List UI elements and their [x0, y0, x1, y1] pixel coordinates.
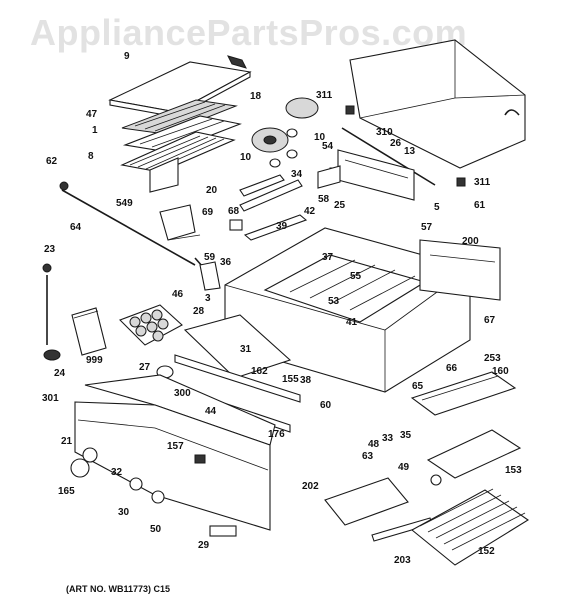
callout-18: 18	[250, 91, 262, 102]
callout-160: 160	[492, 366, 509, 377]
callout-69: 69	[202, 207, 214, 218]
callout-27: 27	[139, 362, 151, 373]
callout-202: 202	[302, 481, 319, 492]
callout-63: 63	[362, 451, 374, 462]
callout-25: 25	[334, 200, 346, 211]
callout-60: 60	[320, 400, 332, 411]
callout-46: 46	[172, 289, 184, 300]
callout-9: 9	[124, 51, 130, 62]
briquettes-part	[119, 304, 183, 346]
callout-5: 5	[434, 202, 440, 213]
callout-23: 23	[44, 244, 56, 255]
callout-1: 1	[92, 125, 98, 136]
callout-155: 155	[282, 374, 299, 385]
bracket-part	[229, 165, 341, 241]
callout-50: 50	[150, 524, 162, 535]
callout-311a: 311	[316, 90, 333, 101]
callout-176: 176	[268, 429, 285, 440]
owners-manual-part	[71, 307, 107, 356]
callout-67: 67	[484, 315, 496, 326]
callout-58: 58	[318, 194, 330, 205]
callout-10a: 10	[314, 132, 326, 143]
callout-310: 310	[376, 127, 393, 138]
callout-253: 253	[484, 353, 501, 364]
callout-42: 42	[304, 206, 316, 217]
callout-20: 20	[206, 185, 218, 196]
callout-35: 35	[400, 430, 412, 441]
callout-39: 39	[276, 221, 288, 232]
callout-21: 21	[61, 436, 73, 447]
callout-153: 153	[505, 465, 522, 476]
callout-66: 66	[446, 363, 458, 374]
callout-26: 26	[390, 138, 402, 149]
callout-165: 165	[58, 486, 75, 497]
callout-32: 32	[111, 467, 123, 478]
callout-36: 36	[220, 257, 232, 268]
rotisserie-spit-part	[59, 181, 211, 276]
rotisserie-burner-part	[251, 97, 319, 168]
callout-34: 34	[291, 169, 303, 180]
grill-grate-part	[120, 131, 236, 193]
callout-57: 57	[421, 222, 433, 233]
callout-41: 41	[346, 317, 358, 328]
callout-44: 44	[205, 406, 217, 417]
art-number: (ART NO. WB11773) C15	[66, 584, 171, 594]
callout-64: 64	[70, 222, 82, 233]
callout-999: 999	[86, 355, 103, 366]
callout-68: 68	[228, 206, 240, 217]
flavor-grid-part	[121, 99, 242, 153]
callout-10b: 10	[240, 152, 252, 163]
callout-203: 203	[394, 555, 411, 566]
callout-31: 31	[240, 344, 252, 355]
callout-152: 152	[478, 546, 495, 557]
watermark: AppliancePartsPros.com	[30, 12, 468, 53]
callout-29: 29	[198, 540, 210, 551]
callout-311b: 311	[474, 177, 491, 188]
callout-33: 33	[382, 433, 394, 444]
callout-30: 30	[118, 507, 130, 518]
lp-hose-part	[42, 261, 221, 361]
callout-53: 53	[328, 296, 340, 307]
grill-hood-part	[345, 39, 526, 169]
callout-162: 162	[251, 366, 268, 377]
callout-62: 62	[46, 156, 58, 167]
callout-13: 13	[404, 146, 416, 157]
callout-54: 54	[322, 141, 334, 152]
callout-157: 157	[167, 441, 184, 452]
callout-301: 301	[42, 393, 59, 404]
callout-61: 61	[474, 200, 486, 211]
callout-49: 49	[398, 462, 410, 473]
heat-shield-part	[410, 371, 522, 486]
callout-55: 55	[350, 271, 362, 282]
rating-plate-part	[209, 525, 237, 537]
callout-200: 200	[462, 236, 479, 247]
grill-body-part	[224, 227, 501, 393]
callout-8: 8	[88, 151, 94, 162]
callout-38: 38	[300, 375, 312, 386]
callout-300: 300	[174, 388, 191, 399]
callout-37: 37	[322, 252, 334, 263]
callout-65: 65	[412, 381, 424, 392]
callout-47: 47	[86, 109, 98, 120]
control-knobs-part	[70, 447, 227, 535]
callout-28: 28	[193, 306, 205, 317]
callout-48: 48	[368, 439, 380, 450]
control-panel-part	[74, 374, 276, 531]
warming-rack-part	[411, 488, 530, 566]
callout-3: 3	[205, 293, 211, 304]
callout-24: 24	[54, 368, 66, 379]
callout-59: 59	[204, 252, 216, 263]
callout-549: 549	[116, 198, 133, 209]
